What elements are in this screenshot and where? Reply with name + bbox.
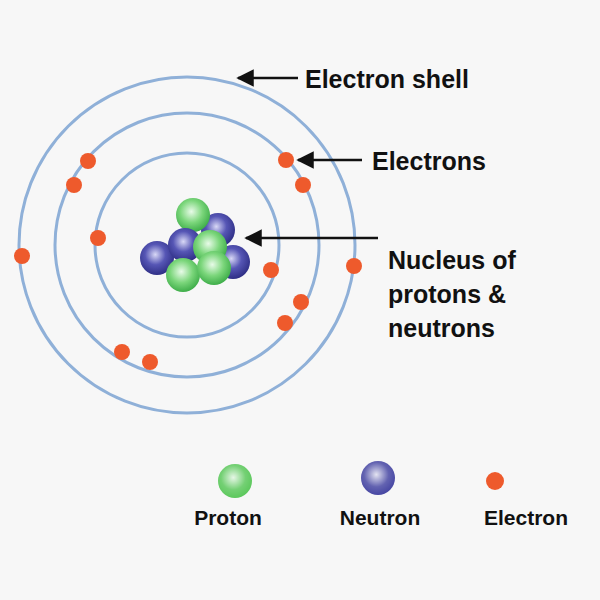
leader-arrows: [238, 78, 378, 238]
nucleus: [140, 198, 250, 292]
nucleus-label: Nucleus of protons & neutrons: [388, 243, 568, 345]
electrons: [14, 152, 362, 370]
electron-shells: [19, 77, 355, 413]
swatch-highlight: [361, 461, 395, 495]
legend-text: Neutron: [340, 506, 421, 530]
shell-label: Electron shell: [305, 64, 469, 94]
legend-text: Proton: [194, 506, 262, 530]
legend-text: Electron: [484, 506, 568, 530]
legend-swatch: [361, 461, 395, 495]
swatch-highlight: [218, 464, 252, 498]
legend-swatch: [486, 472, 504, 490]
electrons-label: Electrons: [372, 146, 486, 176]
legend-swatch: [218, 464, 252, 498]
